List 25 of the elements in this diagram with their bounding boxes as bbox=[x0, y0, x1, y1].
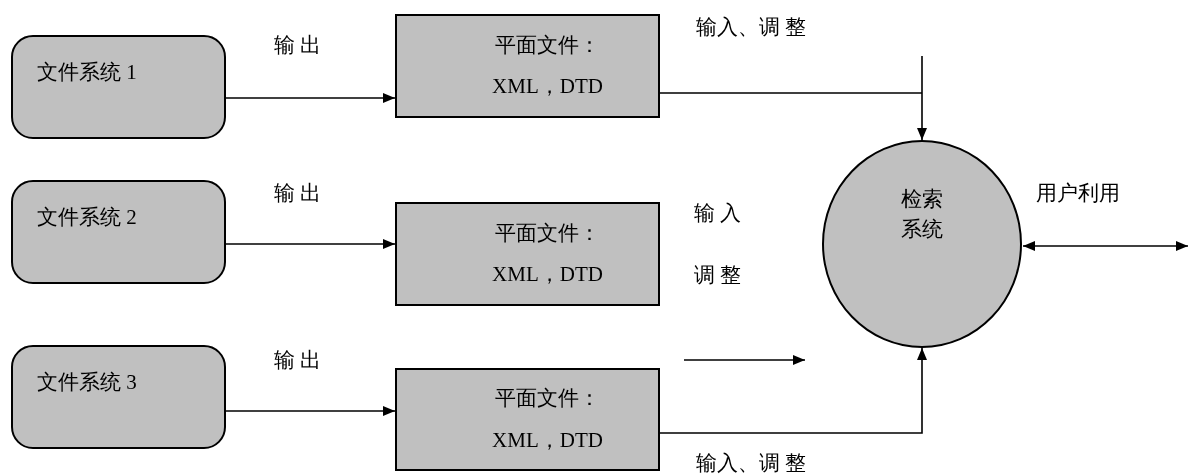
flat-file-box bbox=[395, 14, 660, 118]
node-text: XML，DTD bbox=[492, 426, 603, 454]
arrow bbox=[683, 355, 806, 365]
arrow bbox=[225, 239, 396, 249]
file-system-box bbox=[11, 35, 226, 139]
node-text: XML，DTD bbox=[492, 261, 603, 288]
node-text: 文件系统 1 bbox=[37, 59, 137, 86]
label-text: 输 入 bbox=[694, 200, 742, 227]
label-text: 调 整 bbox=[694, 262, 742, 289]
node-text: 文件系统 3 bbox=[37, 369, 137, 396]
arrow bbox=[659, 347, 927, 434]
arrow bbox=[1022, 241, 1189, 251]
node-text: 文件系统 2 bbox=[37, 204, 137, 231]
node-text: 检索系统 bbox=[900, 186, 944, 244]
node-text: 平面文件： bbox=[495, 31, 600, 59]
file-system-box bbox=[11, 180, 226, 284]
node-text: 平面文件： bbox=[495, 219, 600, 247]
node-text: 平面文件： bbox=[495, 385, 600, 412]
flat-file-box bbox=[395, 368, 660, 471]
file-system-box bbox=[11, 345, 226, 449]
arrow bbox=[225, 93, 396, 103]
arrow bbox=[659, 55, 927, 141]
flat-file-box bbox=[395, 202, 660, 306]
arrow bbox=[225, 406, 396, 416]
node-text: XML，DTD bbox=[492, 73, 603, 100]
